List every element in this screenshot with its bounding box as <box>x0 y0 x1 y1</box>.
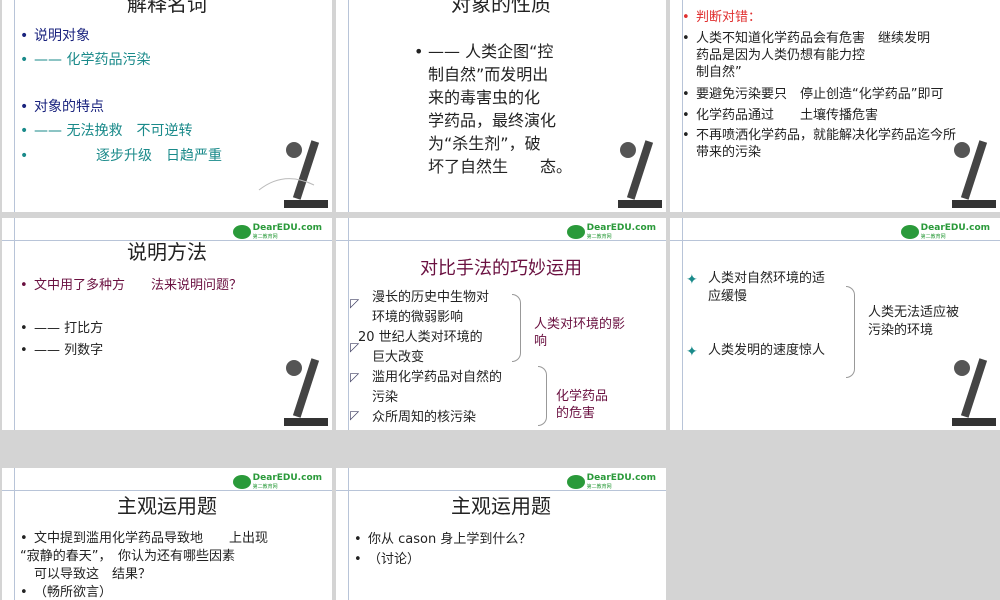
empty-area <box>670 468 1000 600</box>
logo-icon <box>232 225 251 239</box>
brace-label: 人类对环境的影响 <box>534 317 626 349</box>
bullet-text: —— 打比方 <box>34 321 104 336</box>
microscope-icon <box>618 140 662 208</box>
triangle-icon: ◸ <box>350 340 360 354</box>
judge-item: •化学药品通过 土壤传播危害 <box>682 108 879 123</box>
slide-title: 对比手法的巧妙运用 <box>420 258 582 279</box>
slide-title: 对象的性质 <box>451 0 551 16</box>
triangle-icon: ◸ <box>350 408 360 422</box>
logo-icon <box>900 225 919 239</box>
microscope-icon <box>952 358 996 426</box>
slide-title: 主观运用题 <box>451 494 551 518</box>
brace <box>538 366 547 426</box>
judge-item: •不再喷洒化学药品，就能解决化学药品迄今所 带来的污染 <box>682 128 957 160</box>
divider <box>14 0 15 212</box>
slide-2[interactable]: 对象的性质 •—— 人类企图“控 制自然”而发明出 来的毒害虫的化 学药品，最终… <box>336 0 666 212</box>
divider <box>348 0 349 212</box>
divider <box>336 490 666 491</box>
microscope-icon <box>258 140 328 208</box>
brace <box>846 286 855 378</box>
triangle-icon: ◸ <box>350 370 360 384</box>
body-text: •—— 人类企图“控 制自然”而发明出 来的毒害虫的化 学药品，最终演化 为“杀… <box>414 42 573 176</box>
judge-item: •要避免污染要只 停止创造“化学药品”即可 <box>682 87 944 102</box>
divider <box>14 468 15 600</box>
logo-icon <box>232 475 251 489</box>
divider <box>682 0 683 212</box>
star-icon: ✦ <box>686 272 698 288</box>
divider <box>2 490 332 491</box>
divider <box>682 218 683 430</box>
divider <box>348 468 349 600</box>
slide-heading: 判断对错： <box>696 10 762 25</box>
logo-icon <box>566 475 585 489</box>
question-text: •你从 cason 身上学到什么？ •（讨论） <box>354 532 532 567</box>
bullet-text: —— 列数字 <box>34 343 104 358</box>
question-text: •文中提到滥用化学药品导致地 上出现 “寂静的春天”， 你认为还有哪些因素 可以… <box>20 531 269 600</box>
star-icon: ✦ <box>686 344 698 360</box>
slide-title: 解释名词 <box>127 0 207 16</box>
compare-list: 漫长的历史中生物对 环境的微弱影响 20 世纪人类对环境的 巨大改变 滥用化学药… <box>358 290 503 425</box>
divider <box>348 218 349 430</box>
slide-3[interactable]: •判断对错： •人类不知道化学药品会有危害 继续发明 药品是因为人类仍想有能力控… <box>670 0 1000 212</box>
bullet-text: 逐步升级 日趋严重 <box>96 148 222 164</box>
divider <box>670 240 1000 241</box>
slide-title: 主观运用题 <box>117 494 217 518</box>
bullet-text: 对象的特点 <box>34 99 104 115</box>
brace <box>512 294 521 362</box>
microscope-icon <box>952 140 996 208</box>
bullet-text: 文中用了多种方 法来说明问题？ <box>34 278 243 293</box>
bullet-text: —— 无法挽救 不可逆转 <box>34 123 193 139</box>
cause-item: 人类发明的速度惊人 <box>708 343 826 358</box>
divider <box>336 240 666 241</box>
bullet-text: 说明对象 <box>34 28 90 44</box>
cause-item: 人类对自然环境的适应缓慢 <box>708 271 826 304</box>
divider <box>2 240 332 241</box>
triangle-icon: ◸ <box>350 296 360 310</box>
logo-icon <box>566 225 585 239</box>
brace-label: 化学药品的危害 <box>556 389 609 421</box>
judge-item: •人类不知道化学药品会有危害 继续发明 药品是因为人类仍想有能力控 制自然” <box>682 31 931 80</box>
slide-1[interactable]: 解释名词 •说明对象 •—— 化学药品污染 •对象的特点 •—— 无法挽救 不可… <box>2 0 332 212</box>
result-text: 人类无法适应被污染的环境 <box>868 305 960 338</box>
slide-title: 说明方法 <box>127 240 207 264</box>
microscope-icon <box>284 358 328 426</box>
divider <box>14 218 15 430</box>
bullet-text: —— 化学药品污染 <box>34 52 151 68</box>
